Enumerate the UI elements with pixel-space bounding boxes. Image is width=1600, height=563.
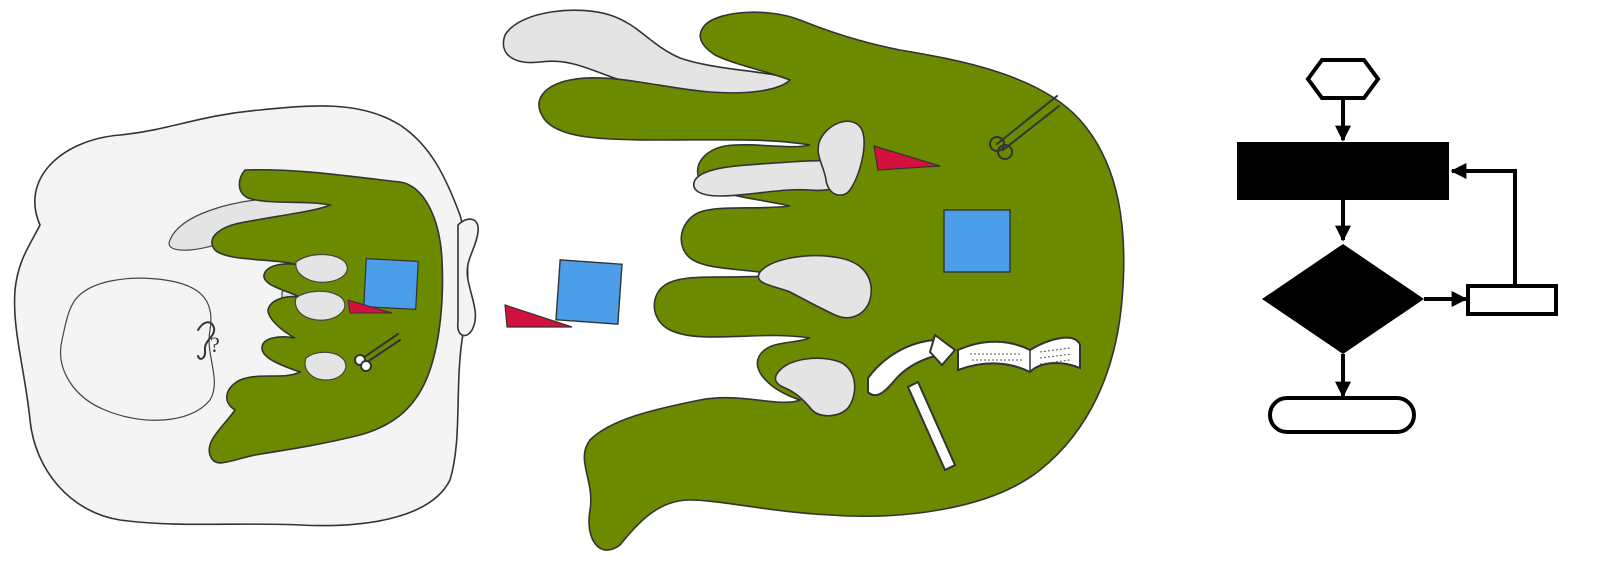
small-blue-square <box>364 259 418 310</box>
decision-diamond <box>1262 244 1424 354</box>
small-cell-group: ? <box>15 106 479 526</box>
small-edge-protrusion <box>458 219 478 335</box>
large-blue-square <box>944 210 1010 272</box>
start-hexagon <box>1308 60 1378 98</box>
svg-text:?: ? <box>210 332 220 357</box>
process-box <box>1237 142 1449 200</box>
detached-blue-square <box>556 260 622 324</box>
loop-box <box>1468 286 1556 314</box>
flowchart <box>1237 60 1556 432</box>
detached-pieces-group <box>505 260 622 327</box>
terminal-oval <box>1270 398 1414 432</box>
edge-loop-to-process <box>1452 171 1515 286</box>
small-green-gap-3 <box>305 352 346 380</box>
